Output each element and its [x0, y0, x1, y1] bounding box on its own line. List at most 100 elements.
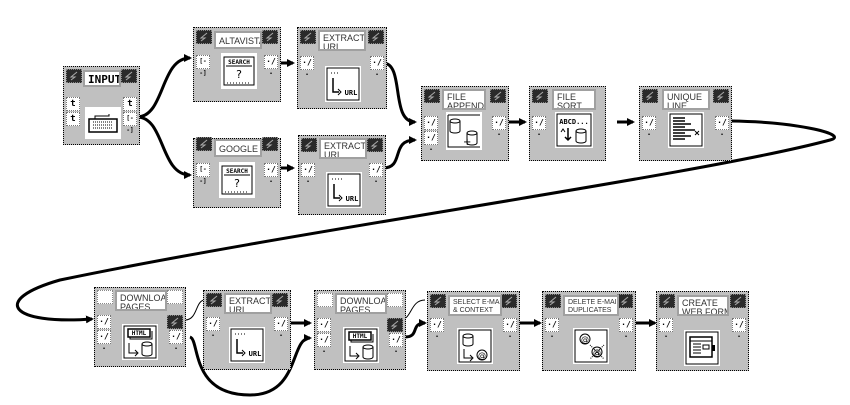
input-port-file[interactable]: ·/· [317, 318, 331, 341]
search-icon: SEARCH? [221, 53, 257, 89]
input-port-file[interactable]: ·/· [424, 116, 438, 139]
output-port-list[interactable]: [--] [123, 112, 137, 134]
block-title: FILE SORT [552, 89, 596, 110]
block-title: CREATE WEB FORM [677, 295, 729, 316]
bolt-icon [121, 69, 137, 83]
bolt-icon [300, 30, 316, 44]
bolt-icon [301, 138, 317, 152]
svg-text:@: @ [581, 335, 589, 344]
block-file-sort[interactable]: FILE SORT ·/· ABCD... [529, 86, 606, 161]
block-select-email[interactable]: SELECT E-MAIL & CONTEXT ·/· ·/· @ [427, 291, 520, 371]
svg-text:ABCD...: ABCD... [559, 118, 589, 126]
output-port-file[interactable]: ·/· [264, 163, 278, 186]
input-port-file[interactable]: ·/· [532, 116, 546, 139]
block-altavista[interactable]: ALTAVISTA [--] ·/· SEARCH? [193, 27, 281, 102]
input-port-file[interactable]: ·/· [300, 56, 314, 79]
block-title: EXTRACT URL [224, 293, 272, 314]
block-input[interactable]: INPUT t t t [--] [63, 66, 140, 145]
block-download-pages[interactable]: DOWNLOAD PAGES ·/· ·/· ·/· HTML [94, 287, 186, 367]
bolt-icon [713, 89, 729, 103]
delete-email-icon: @@ [573, 328, 609, 364]
block-title: FILE APPEND [442, 89, 486, 110]
block-title: GOOGLE [214, 139, 262, 157]
block-title: DOWNLOAD PAGES [115, 290, 167, 311]
wire-extract2-append [382, 136, 417, 170]
svg-text:HTML: HTML [353, 333, 368, 340]
input-port-text[interactable]: t [66, 112, 80, 126]
block-title: DELETE E-MAIL DUPLICATES [563, 295, 619, 316]
svg-text:@: @ [478, 351, 486, 360]
block-title: EXTRACT URL [319, 138, 367, 159]
input-port-file[interactable]: ·/· [317, 333, 331, 356]
bolt-icon [532, 89, 548, 103]
block-file-append[interactable]: FILE APPEND ·/· ·/· ·/· + [421, 86, 509, 161]
block-extract-url[interactable]: EXTRACT URL ·/· ·/· URL [298, 135, 386, 215]
bolt-icon [430, 294, 446, 308]
block-extract-url[interactable]: EXTRACT URL ·/· ·/· URL [203, 290, 291, 370]
input-port-file[interactable]: ·/· [206, 317, 220, 340]
block-title: UNIQUE LINE [662, 89, 710, 110]
wire-bolt-download1-extract3 [184, 299, 206, 321]
output-port-file[interactable]: ·/· [619, 318, 633, 341]
svg-text:URL: URL [345, 89, 358, 97]
input-port-file[interactable]: ·/· [97, 315, 111, 338]
web-form-icon [684, 330, 720, 366]
input-port-file[interactable]: ·/· [642, 116, 656, 139]
block-title: DOWNLOAD PAGES [335, 293, 387, 314]
extract-url-icon: URL [326, 172, 362, 208]
bolt-icon [262, 30, 278, 44]
output-port-text[interactable]: t [123, 97, 137, 111]
keyboard-icon [85, 107, 121, 139]
block-download-pages[interactable]: DOWNLOAD PAGES ·/· ·/· ·/· HTML [314, 290, 406, 370]
bolt-icon [424, 89, 440, 103]
wire-input-google [136, 115, 192, 179]
input-port-file[interactable]: ·/· [424, 131, 438, 154]
input-port-file[interactable]: ·/· [301, 163, 315, 186]
bolt-output-icon[interactable] [167, 315, 183, 329]
select-email-icon: @ [457, 328, 493, 364]
input-port-text[interactable]: t [66, 97, 80, 111]
input-port-list[interactable]: [--] [196, 163, 210, 185]
output-port-file[interactable]: ·/· [732, 318, 746, 341]
extract-url-icon: URL [325, 66, 361, 102]
input-port-list[interactable]: [--] [196, 55, 210, 77]
bolt-output-icon[interactable] [387, 318, 403, 332]
bolt-icon [730, 294, 746, 308]
output-port-file[interactable]: ·/· [169, 330, 183, 353]
svg-text:HTML: HTML [132, 330, 147, 337]
input-port-file[interactable]: ·/· [430, 318, 444, 341]
bolt-icon [490, 89, 506, 103]
block-unique-line[interactable]: UNIQUE LINE ·/· ·/· [639, 86, 732, 161]
block-title: ALTAVISTA [214, 31, 262, 49]
input-port-file[interactable]: ·/· [97, 330, 111, 353]
block-google[interactable]: GOOGLE [--] ·/· SEARCH? [193, 137, 281, 208]
output-port-file[interactable]: ·/· [492, 116, 506, 139]
block-title: INPUT [83, 70, 121, 87]
bolt-icon [501, 294, 517, 308]
bolt-icon [659, 294, 675, 308]
output-port-file[interactable]: ·/· [389, 333, 403, 356]
search-icon: SEARCH? [219, 162, 255, 198]
file-append-icon: + [446, 112, 482, 150]
output-port-file[interactable]: ·/· [503, 318, 517, 341]
block-title: SELECT E-MAIL & CONTEXT [448, 295, 502, 316]
bolt-icon [272, 293, 288, 307]
output-port-file[interactable]: ·/· [264, 55, 278, 78]
block-create-web-form[interactable]: CREATE WEB FORM ·/· ·/· [656, 291, 749, 371]
input-port-file[interactable]: ·/· [659, 318, 673, 341]
bolt-icon [545, 294, 561, 308]
output-port-file[interactable]: ·/· [715, 116, 729, 139]
svg-text:URL: URL [346, 195, 359, 203]
svg-text:?: ? [234, 177, 240, 190]
wire-download2-select [404, 319, 427, 339]
input-port-file[interactable]: ·/· [545, 318, 559, 341]
output-port-file[interactable]: ·/· [370, 56, 384, 79]
bolt-icon [617, 294, 633, 308]
empty-slot [167, 290, 183, 304]
block-extract-url[interactable]: EXTRACT URL ·/· ·/· URL [297, 27, 387, 109]
output-port-file[interactable]: ·/· [369, 163, 383, 186]
svg-text:?: ? [236, 68, 242, 81]
bolt-icon [196, 137, 212, 151]
output-port-file[interactable]: ·/· [274, 317, 288, 340]
block-delete-email-duplicates[interactable]: DELETE E-MAIL DUPLICATES ·/· ·/· @@ [542, 291, 636, 371]
